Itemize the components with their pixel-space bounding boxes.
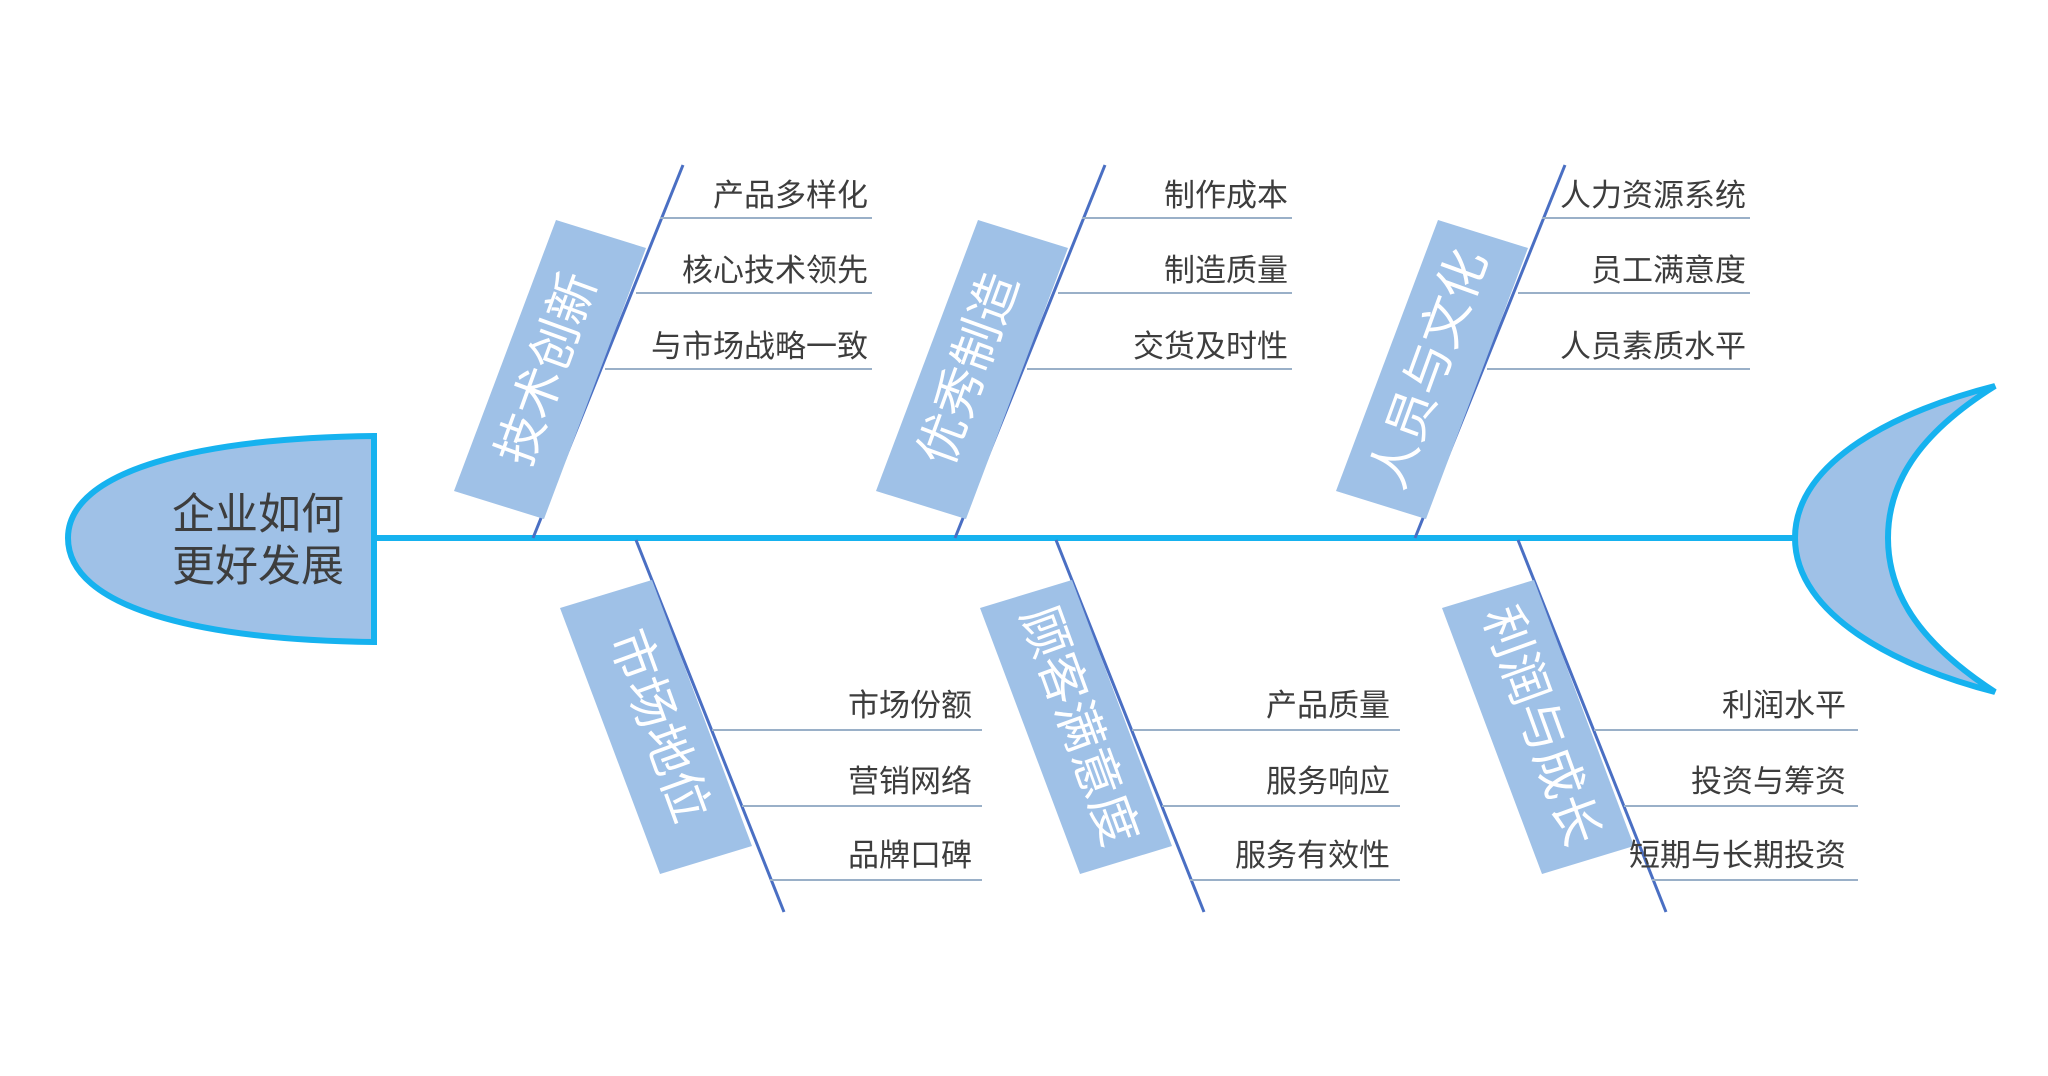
cause-text: 利润水平	[1722, 688, 1846, 724]
cause-text: 投资与筹资	[1691, 764, 1846, 800]
category-box	[560, 580, 752, 874]
category-box	[1442, 580, 1634, 874]
fish-head	[64, 432, 377, 646]
category-group-5: 顾客满意度 产品质量 服务响应 服务有效性	[980, 539, 1400, 913]
cause-text: 人员素质水平	[1560, 329, 1746, 365]
cause-text: 核心技术领先	[682, 253, 868, 289]
fish-tail	[1791, 383, 1997, 695]
cause-text: 服务有效性	[1235, 838, 1390, 874]
bone-line	[1516, 539, 1668, 913]
cause-text: 产品多样化	[713, 178, 868, 214]
bone-line	[1054, 539, 1206, 913]
bone-line	[634, 539, 786, 913]
category-group-2: 优秀制造 制作成本 制造质量 交货及时性	[876, 164, 1292, 539]
category-box	[1336, 220, 1528, 519]
category-group-1: 技术创新 产品多样化 核心技术领先 与市场战略一致	[454, 164, 872, 539]
cause-text: 员工满意度	[1591, 253, 1746, 289]
cause-text: 品牌口碑	[848, 838, 972, 874]
category-box	[876, 220, 1068, 519]
cause-text: 与市场战略一致	[651, 329, 868, 365]
category-group-6: 利润与成长 利润水平 投资与筹资 短期与长期投资	[1442, 539, 1858, 913]
category-group-4: 市场地位 市场份额 营销网络 品牌口碑	[560, 539, 982, 913]
cause-text: 制作成本	[1164, 178, 1288, 214]
cause-text: 短期与长期投资	[1629, 838, 1846, 874]
cause-text: 服务响应	[1266, 764, 1390, 800]
category-group-3: 人员与文化 人力资源系统 员工满意度 人员素质水平	[1336, 164, 1750, 539]
cause-text: 市场份额	[848, 688, 972, 724]
category-box	[980, 580, 1172, 874]
cause-text: 产品质量	[1266, 688, 1390, 724]
cause-text: 交货及时性	[1133, 329, 1288, 365]
cause-text: 人力资源系统	[1560, 178, 1746, 214]
cause-text: 营销网络	[848, 764, 972, 800]
category-box	[454, 220, 646, 519]
head-text-line2: 更好发展	[172, 542, 344, 592]
head-text-line1: 企业如何	[172, 490, 344, 540]
cause-text: 制造质量	[1164, 253, 1288, 289]
